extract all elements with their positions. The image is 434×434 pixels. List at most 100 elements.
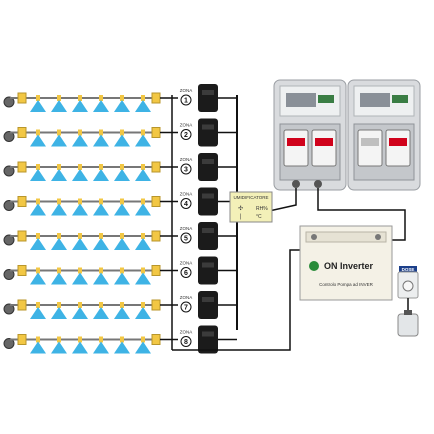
spray-cone	[135, 100, 151, 112]
nozzle-icon	[99, 95, 103, 101]
filter-valve-icon	[3, 96, 15, 108]
plc-module-right	[360, 93, 390, 107]
solenoid-valve-icon	[151, 161, 161, 173]
nozzle-icon	[141, 95, 145, 101]
spray-cone	[135, 134, 151, 147]
zone-label: ZONA	[180, 157, 193, 162]
zone-row: ZONA 2	[3, 118, 237, 147]
nozzle-icon	[141, 198, 145, 205]
inlet-valve-icon	[17, 299, 27, 311]
controller-display	[202, 228, 214, 233]
inverter-title: ON Inverter	[324, 261, 374, 271]
zone-number: 6	[184, 270, 188, 277]
inlet-valve-icon	[17, 334, 27, 345]
spray-cone	[114, 134, 130, 147]
solenoid-valve-icon	[151, 230, 161, 242]
zone-controller	[198, 222, 218, 250]
nozzle-icon	[99, 267, 103, 274]
zone-label: ZONA	[180, 88, 193, 93]
nozzle-icon	[78, 267, 82, 274]
zone-number: 4	[184, 201, 188, 208]
filter-valve-icon	[3, 131, 15, 142]
zone-number: 8	[184, 339, 188, 346]
nozzle-icon	[78, 336, 82, 343]
nozzle-icon	[120, 129, 124, 136]
spray-cone	[93, 134, 109, 147]
spray-cone	[51, 100, 67, 112]
spray-cone	[93, 307, 109, 319]
filter-valve-icon	[3, 338, 15, 349]
nozzle-icon	[141, 302, 145, 308]
nozzle-icon	[141, 336, 145, 343]
spray-cone	[93, 100, 109, 112]
inlet-valve-icon	[17, 196, 27, 207]
nozzle-icon	[99, 233, 103, 239]
inverter-pump-unit: ON Inverter Controlo Pompa ad INVER	[299, 225, 393, 301]
spray-cone	[135, 238, 151, 250]
nozzle-icon	[78, 129, 82, 136]
zone-number-badge	[180, 94, 192, 106]
spray-cone	[30, 100, 46, 112]
controller-display	[202, 90, 214, 95]
nozzle-icon	[57, 164, 61, 170]
display-right	[389, 138, 407, 146]
nozzle-icon	[120, 233, 124, 239]
nozzle-icon	[36, 95, 40, 101]
spray-cone	[72, 169, 88, 181]
zone-number-badge	[180, 336, 192, 347]
spray-cone	[72, 100, 88, 112]
nozzle-icon	[36, 198, 40, 205]
spray-cone	[30, 134, 46, 147]
nozzle-icon	[120, 95, 124, 101]
dose-label: DOSE	[402, 267, 415, 272]
nozzle-icon	[141, 129, 145, 136]
zone-controller	[198, 291, 218, 319]
plc-module	[286, 93, 316, 107]
spray-cone	[135, 341, 151, 354]
spray-cone	[72, 307, 88, 319]
zone-number-badge	[180, 198, 192, 209]
nozzle-icon	[99, 164, 103, 170]
nozzle-icon	[99, 302, 103, 308]
spray-cone	[114, 341, 130, 354]
spray-cone	[51, 169, 67, 181]
nozzle-icon	[99, 129, 103, 136]
spray-cone	[30, 272, 46, 285]
display-left-2	[315, 138, 333, 146]
zone-row: ZONA 6	[3, 256, 237, 285]
nozzle-icon	[36, 302, 40, 308]
sensor-title: UMIDIFICATORE	[233, 195, 268, 200]
zone-number-badge	[180, 232, 192, 244]
spray-cone	[114, 169, 130, 181]
nozzle-icon	[36, 336, 40, 343]
spray-cone	[51, 238, 67, 250]
controller-display	[202, 193, 214, 199]
zone-number: 2	[184, 132, 188, 139]
inlet-valve-icon	[17, 230, 27, 242]
inlet-valve-icon	[17, 265, 27, 276]
nozzle-icon	[78, 302, 82, 308]
plc-terminals	[318, 95, 334, 103]
zone-label: ZONA	[180, 261, 193, 266]
nozzle-icon	[36, 129, 40, 136]
spray-cone	[93, 272, 109, 285]
nozzle-icon	[141, 233, 145, 239]
zone-label: ZONA	[180, 123, 193, 128]
zone-label: ZONA	[180, 226, 193, 231]
inlet-valve-icon	[17, 161, 27, 173]
spray-cone	[51, 272, 67, 285]
zone-number: 5	[184, 236, 188, 243]
inlet-valve-icon	[17, 127, 27, 138]
spray-cone	[93, 169, 109, 181]
zone-controller	[198, 153, 218, 181]
nozzle-icon	[78, 198, 82, 205]
spray-cone	[30, 341, 46, 354]
nozzle-icon	[141, 164, 145, 170]
nozzle-icon	[120, 267, 124, 274]
controller-display	[202, 262, 214, 268]
